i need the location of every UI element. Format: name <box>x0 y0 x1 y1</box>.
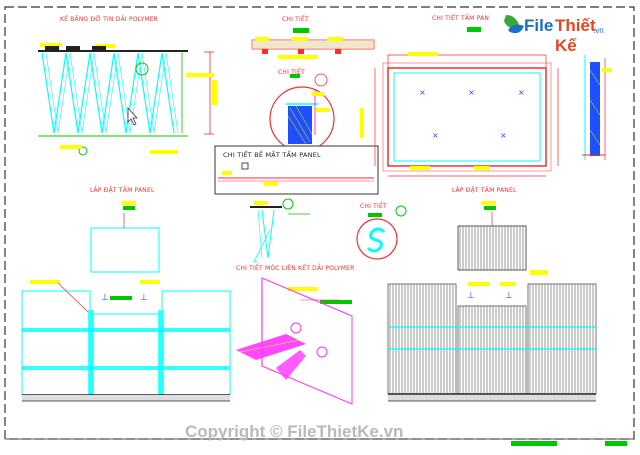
installation-left: ⊥ ⊥ <box>21 280 231 402</box>
svg-text:⊥: ⊥ <box>467 291 475 301</box>
label-polymer-support: KẾ BĂNG ĐỠ TIN DẢI POLYMER <box>60 16 159 23</box>
label-panel-surface: CHI TIẾT BỀ MẶT TẤM PANEL <box>223 151 321 159</box>
brand-logo-tld: .vn <box>593 26 604 35</box>
brand-logo-file: File <box>524 16 554 35</box>
label-chi-tiet-tam-panel: CHI TIẾT TẤM PAN <box>432 15 490 22</box>
label-hook-link: CHI TIẾT MÓC LIÊN KẾT DẢI POLYMER <box>236 265 355 272</box>
small-panel-right <box>457 201 548 275</box>
svg-text:×: × <box>419 88 426 97</box>
brand-logo[interactable]: File Thiết Kế .vn <box>500 12 610 55</box>
panel-frame-detail: × × × × × <box>360 27 612 177</box>
svg-text:×: × <box>432 131 439 140</box>
installation-right: ⊥ ⊥ <box>387 225 597 402</box>
logo-leaf-icon <box>504 15 524 34</box>
detail-strip <box>251 28 375 59</box>
circle-detail <box>269 73 335 152</box>
svg-text:×: × <box>468 88 475 97</box>
label-install-left: LẮP ĐẶT TẤM PANEL <box>90 187 155 194</box>
brand-logo-name: Thiết Kế <box>555 16 596 55</box>
polymer-support-detail <box>38 43 217 156</box>
label-chi-tiet-mid: CHI TIẾT <box>278 69 305 76</box>
drawing-frame <box>4 6 635 440</box>
panel-surface-box <box>214 145 379 195</box>
svg-text:×: × <box>500 131 507 140</box>
chi-tiet-s-detail <box>356 205 407 260</box>
svg-text:⊥: ⊥ <box>140 293 148 303</box>
label-chi-tiet-small: CHI TIẾT <box>360 203 387 210</box>
title-block-mark <box>511 441 557 446</box>
copyright-watermark: Copyright © FileThietKe.vn <box>185 422 404 441</box>
hook-link-detail <box>236 277 353 405</box>
svg-text:⊥: ⊥ <box>101 293 109 303</box>
small-panel-left <box>90 201 160 273</box>
svg-text:×: × <box>518 88 525 97</box>
hook-detail <box>250 198 310 263</box>
cursor-arrow-icon <box>127 106 138 126</box>
label-install-right: LẮP ĐẶT TẤM PANEL <box>452 187 517 194</box>
label-chi-tiet-top: CHI TIẾT <box>282 16 309 23</box>
svg-text:⊥: ⊥ <box>505 291 513 301</box>
